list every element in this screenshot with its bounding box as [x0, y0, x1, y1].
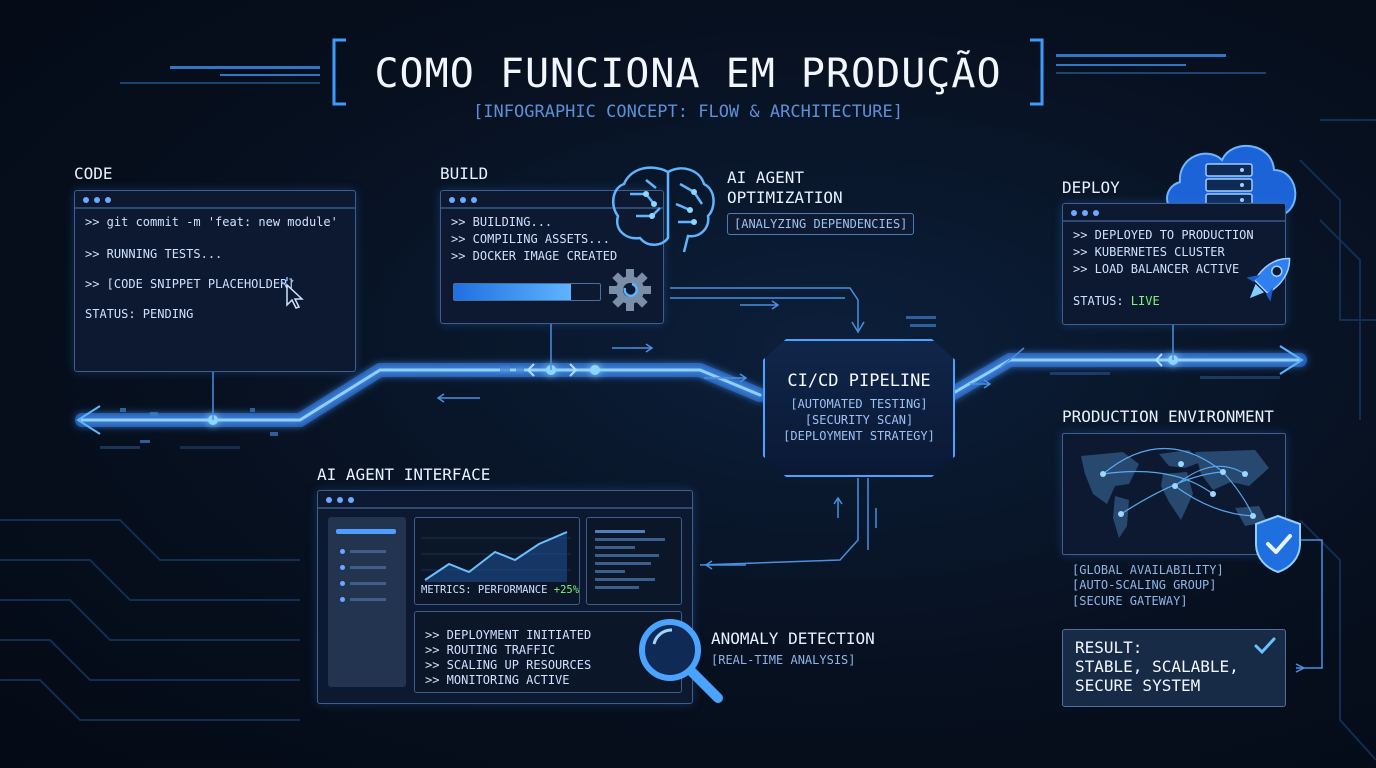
check-icon	[1254, 637, 1276, 655]
log-line: >> ROUTING TRAFFIC	[425, 643, 556, 657]
window-dots	[83, 197, 111, 203]
ai-optimization-callout: [ANALYZING DEPENDENCIES]	[727, 213, 915, 235]
cursor-icon	[280, 277, 304, 309]
world-map-icon	[1081, 447, 1269, 538]
metrics-text: METRICS: PERFORMANCE +25%	[421, 584, 579, 596]
ai-sidebar	[328, 517, 406, 687]
metrics-value: +25%	[553, 584, 580, 596]
build-line: >> COMPILING ASSETS...	[451, 232, 610, 246]
metrics-card: METRICS: PERFORMANCE +25%	[414, 517, 580, 605]
window-dots	[449, 197, 477, 203]
log-line: >> MONITORING ACTIVE	[425, 673, 570, 687]
code-line: >> RUNNING TESTS...	[85, 247, 223, 261]
cloud-server-icon	[1166, 144, 1297, 221]
production-item: [SECURE GATEWAY]	[1072, 594, 1188, 608]
code-label: CODE	[74, 164, 113, 183]
pipeline-item: [SECURITY SCAN]	[804, 413, 914, 427]
magnifier-icon	[639, 619, 723, 703]
deploy-status-prefix: STATUS:	[1073, 294, 1131, 308]
pipeline-item: [DEPLOYMENT STRATEGY]	[783, 429, 935, 443]
gear-icon	[609, 269, 651, 311]
deploy-panel: >> DEPLOYED TO PRODUCTION >> KUBERNETES …	[1062, 203, 1286, 325]
code-panel: >> git commit -m 'feat: new module' >> R…	[74, 190, 356, 372]
deploy-line: >> LOAD BALANCER ACTIVE	[1073, 262, 1240, 276]
ai-interface-panel: METRICS: PERFORMANCE +25% >> DEPLOYMENT …	[317, 490, 693, 704]
code-line: >> [CODE SNIPPET PLACEHOLDER]	[85, 277, 295, 291]
log-line: >> DEPLOYMENT INITIATED	[425, 628, 592, 642]
build-line: >> DOCKER IMAGE CREATED	[451, 249, 618, 263]
production-item: [GLOBAL AVAILABILITY]	[1072, 563, 1224, 577]
result-text: RESULT: STABLE, SCALABLE, SECURE SYSTEM	[1075, 638, 1239, 695]
deploy-status: STATUS: LIVE	[1073, 294, 1160, 308]
production-item: [AUTO-SCALING GROUP]	[1072, 578, 1217, 592]
code-status: STATUS: PENDING	[85, 307, 194, 321]
rocket-icon	[1246, 257, 1291, 302]
build-line: >> BUILDING...	[451, 215, 553, 229]
window-dots	[1071, 210, 1099, 216]
anomaly-sub: [REAL-TIME ANALYSIS]	[711, 653, 856, 667]
page-title: COMO FUNCIONA EM PRODUÇÃO	[374, 51, 1002, 97]
cicd-pipeline-hub: CI/CD PIPELINE [AUTOMATED TESTING] [SECU…	[763, 339, 955, 477]
ai-optimization-label-line2: OPTIMIZATION	[727, 188, 843, 207]
shield-check-icon	[1255, 514, 1301, 574]
result-box: RESULT: STABLE, SCALABLE, SECURE SYSTEM	[1062, 629, 1286, 707]
ai-optimization-label-line1: AI AGENT	[727, 168, 805, 187]
deploy-line: >> DEPLOYED TO PRODUCTION	[1073, 228, 1254, 242]
performance-chart	[421, 531, 571, 582]
deploy-status-value: LIVE	[1130, 294, 1160, 308]
build-label: BUILD	[440, 164, 489, 183]
code-card	[586, 517, 682, 605]
production-label: PRODUCTION ENVIRONMENT	[1062, 407, 1274, 426]
page-subtitle: [INFOGRAPHIC CONCEPT: FLOW & ARCHITECTUR…	[473, 102, 903, 122]
metrics-label: METRICS: PERFORMANCE	[421, 584, 554, 596]
window-dots	[326, 497, 354, 503]
pipeline-item: [AUTOMATED TESTING]	[790, 397, 928, 411]
ai-interface-label: AI AGENT INTERFACE	[317, 465, 491, 484]
anomaly-label: ANOMALY DETECTION	[711, 629, 875, 648]
brain-icon	[611, 166, 715, 253]
ai-optimization-label: AI AGENT OPTIMIZATION	[727, 168, 843, 208]
code-line: >> git commit -m 'feat: new module'	[85, 215, 338, 229]
build-progress-bar	[453, 283, 601, 301]
deploy-line: >> KUBERNETES CLUSTER	[1073, 245, 1225, 259]
deploy-label: DEPLOY	[1062, 178, 1120, 197]
production-panel	[1062, 433, 1286, 555]
pipeline-title: CI/CD PIPELINE	[787, 371, 931, 391]
deployment-log: >> DEPLOYMENT INITIATED >> ROUTING TRAFF…	[414, 611, 682, 693]
log-line: >> SCALING UP RESOURCES	[425, 658, 592, 672]
build-progress-fill	[454, 284, 571, 300]
